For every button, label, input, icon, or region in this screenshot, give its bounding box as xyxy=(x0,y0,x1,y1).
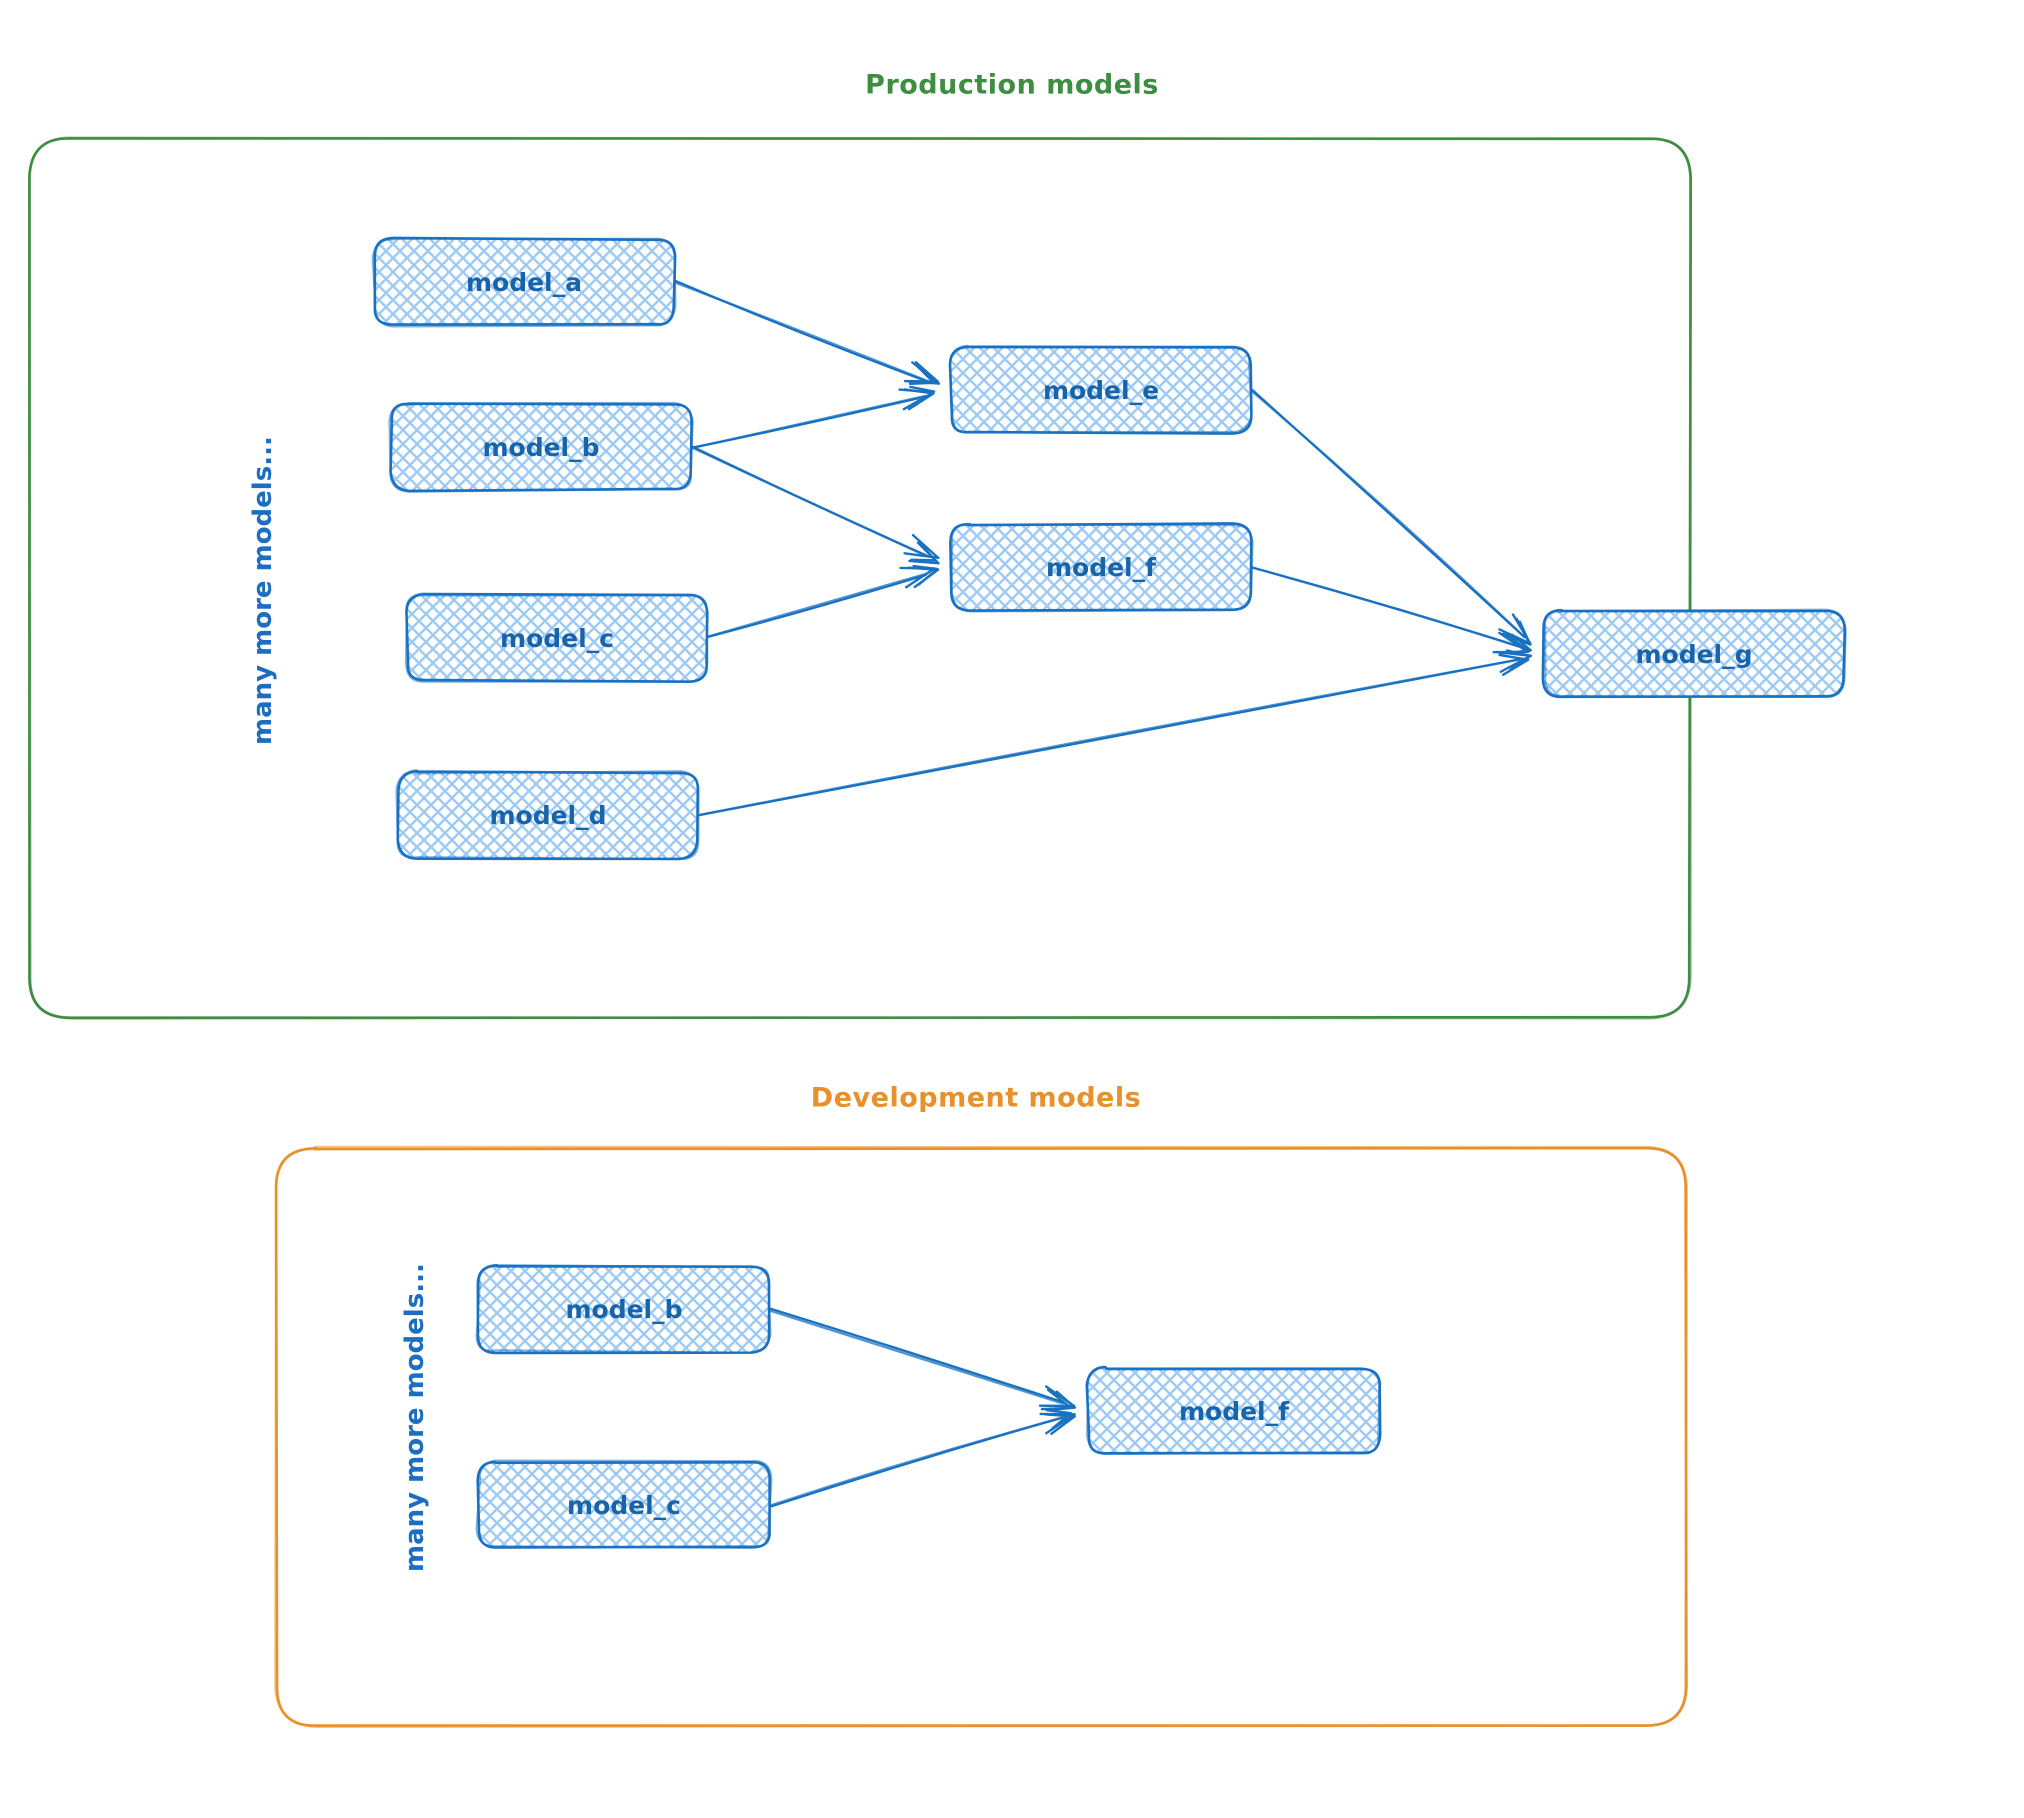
node-dev_model_f[interactable]: model_f xyxy=(1072,1352,1396,1470)
edge-dev_model_b-to-dev_model_f xyxy=(767,1306,1077,1412)
node-shape xyxy=(475,1459,773,1549)
node-shape xyxy=(475,1263,772,1355)
edge-prod_model_f-to-prod_model_g xyxy=(1248,565,1532,655)
node-shape xyxy=(949,522,1254,613)
node-shape xyxy=(395,769,700,861)
node-prod_model_b[interactable]: model_b xyxy=(375,388,707,506)
node-shape xyxy=(404,592,709,683)
node-shape xyxy=(948,344,1253,435)
node-shape xyxy=(371,236,677,328)
node-prod_model_f[interactable]: model_f xyxy=(935,508,1267,626)
node-shape xyxy=(1541,608,1847,699)
node-prod_model_e[interactable]: model_e xyxy=(935,331,1267,449)
node-dev_model_c[interactable]: model_c xyxy=(462,1446,786,1564)
edge-dev_model_c-to-dev_model_f xyxy=(768,1409,1076,1508)
node-shape xyxy=(1085,1365,1382,1456)
node-prod_model_g[interactable]: model_g xyxy=(1528,595,1860,713)
group-title-production: Production models xyxy=(865,69,1159,101)
side-label-development: many more models... xyxy=(400,1263,430,1572)
edge-prod_model_b-to-prod_model_e xyxy=(688,385,936,450)
group-title-development: Development models xyxy=(810,1082,1142,1114)
edge-prod_model_a-to-prod_model_e xyxy=(671,279,941,385)
node-shape xyxy=(388,401,694,493)
edge-prod_model_b-to-prod_model_f xyxy=(691,445,940,565)
edge-prod_model_c-to-prod_model_f xyxy=(705,564,940,639)
node-prod_model_d[interactable]: model_d xyxy=(382,756,714,874)
edge-prod_model_d-to-prod_model_g xyxy=(696,649,1532,817)
node-prod_model_c[interactable]: model_c xyxy=(391,579,723,697)
node-prod_model_a[interactable]: model_a xyxy=(358,223,690,341)
node-dev_model_b[interactable]: model_b xyxy=(462,1250,786,1368)
